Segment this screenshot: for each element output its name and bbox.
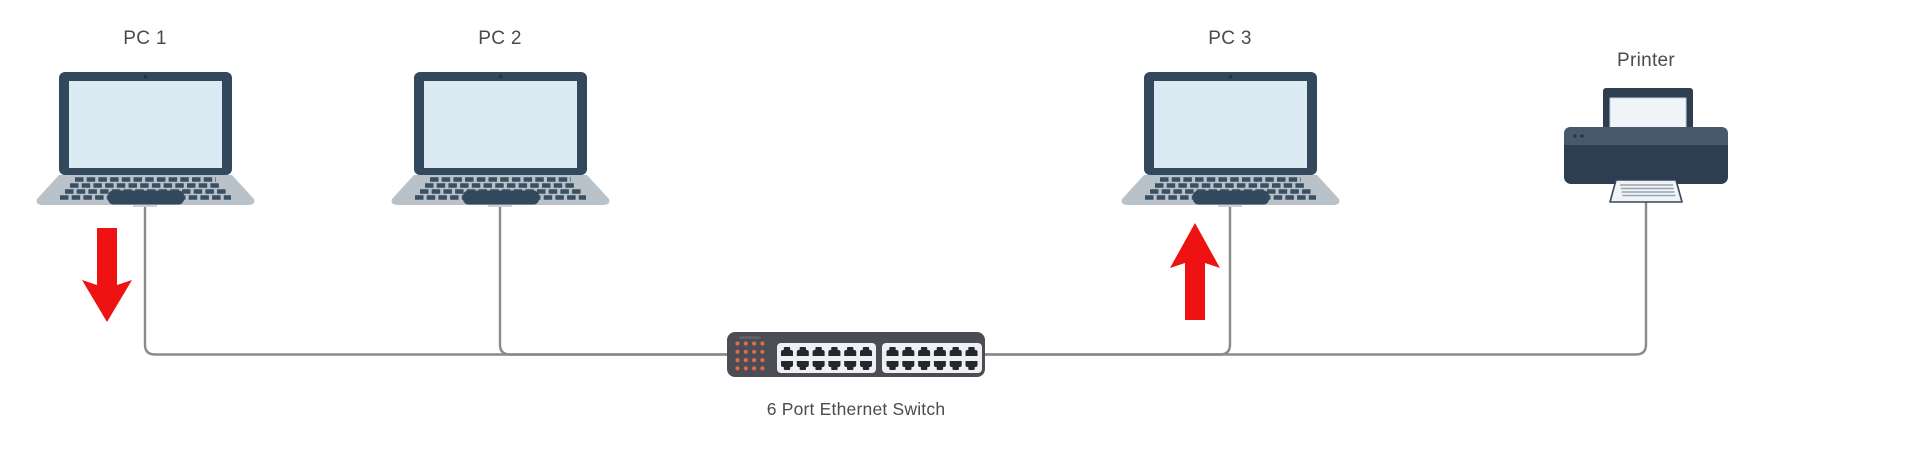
- device-pc1: PC 1: [35, 28, 255, 207]
- switch-label: 6 Port Ethernet Switch: [766, 399, 946, 419]
- device-printer: Printer: [1564, 50, 1728, 204]
- upload-arrow-icon: [1170, 223, 1220, 320]
- download-arrow-icon: [82, 228, 132, 322]
- device-pc2: PC 2: [390, 28, 610, 207]
- cable-pc1-to-switch: [143, 204, 730, 356]
- device-pc3: PC 3: [1120, 28, 1340, 207]
- laptop-icon-pc1: [36, 72, 255, 207]
- device-label-pc3: PC 3: [1208, 28, 1252, 49]
- laptop-icon-pc2: [391, 72, 610, 207]
- device-label-printer: Printer: [1616, 50, 1676, 71]
- laptop-icon-pc3: [1121, 72, 1340, 207]
- device-label-pc1: PC 1: [123, 28, 167, 49]
- device-label-pc2: PC 2: [478, 28, 522, 49]
- cable-printer-to-switch: [981, 200, 1648, 356]
- ethernet-switch-icon: [727, 332, 985, 377]
- cable-pc2-to-switch: [498, 204, 730, 356]
- printer-icon: [1564, 88, 1728, 203]
